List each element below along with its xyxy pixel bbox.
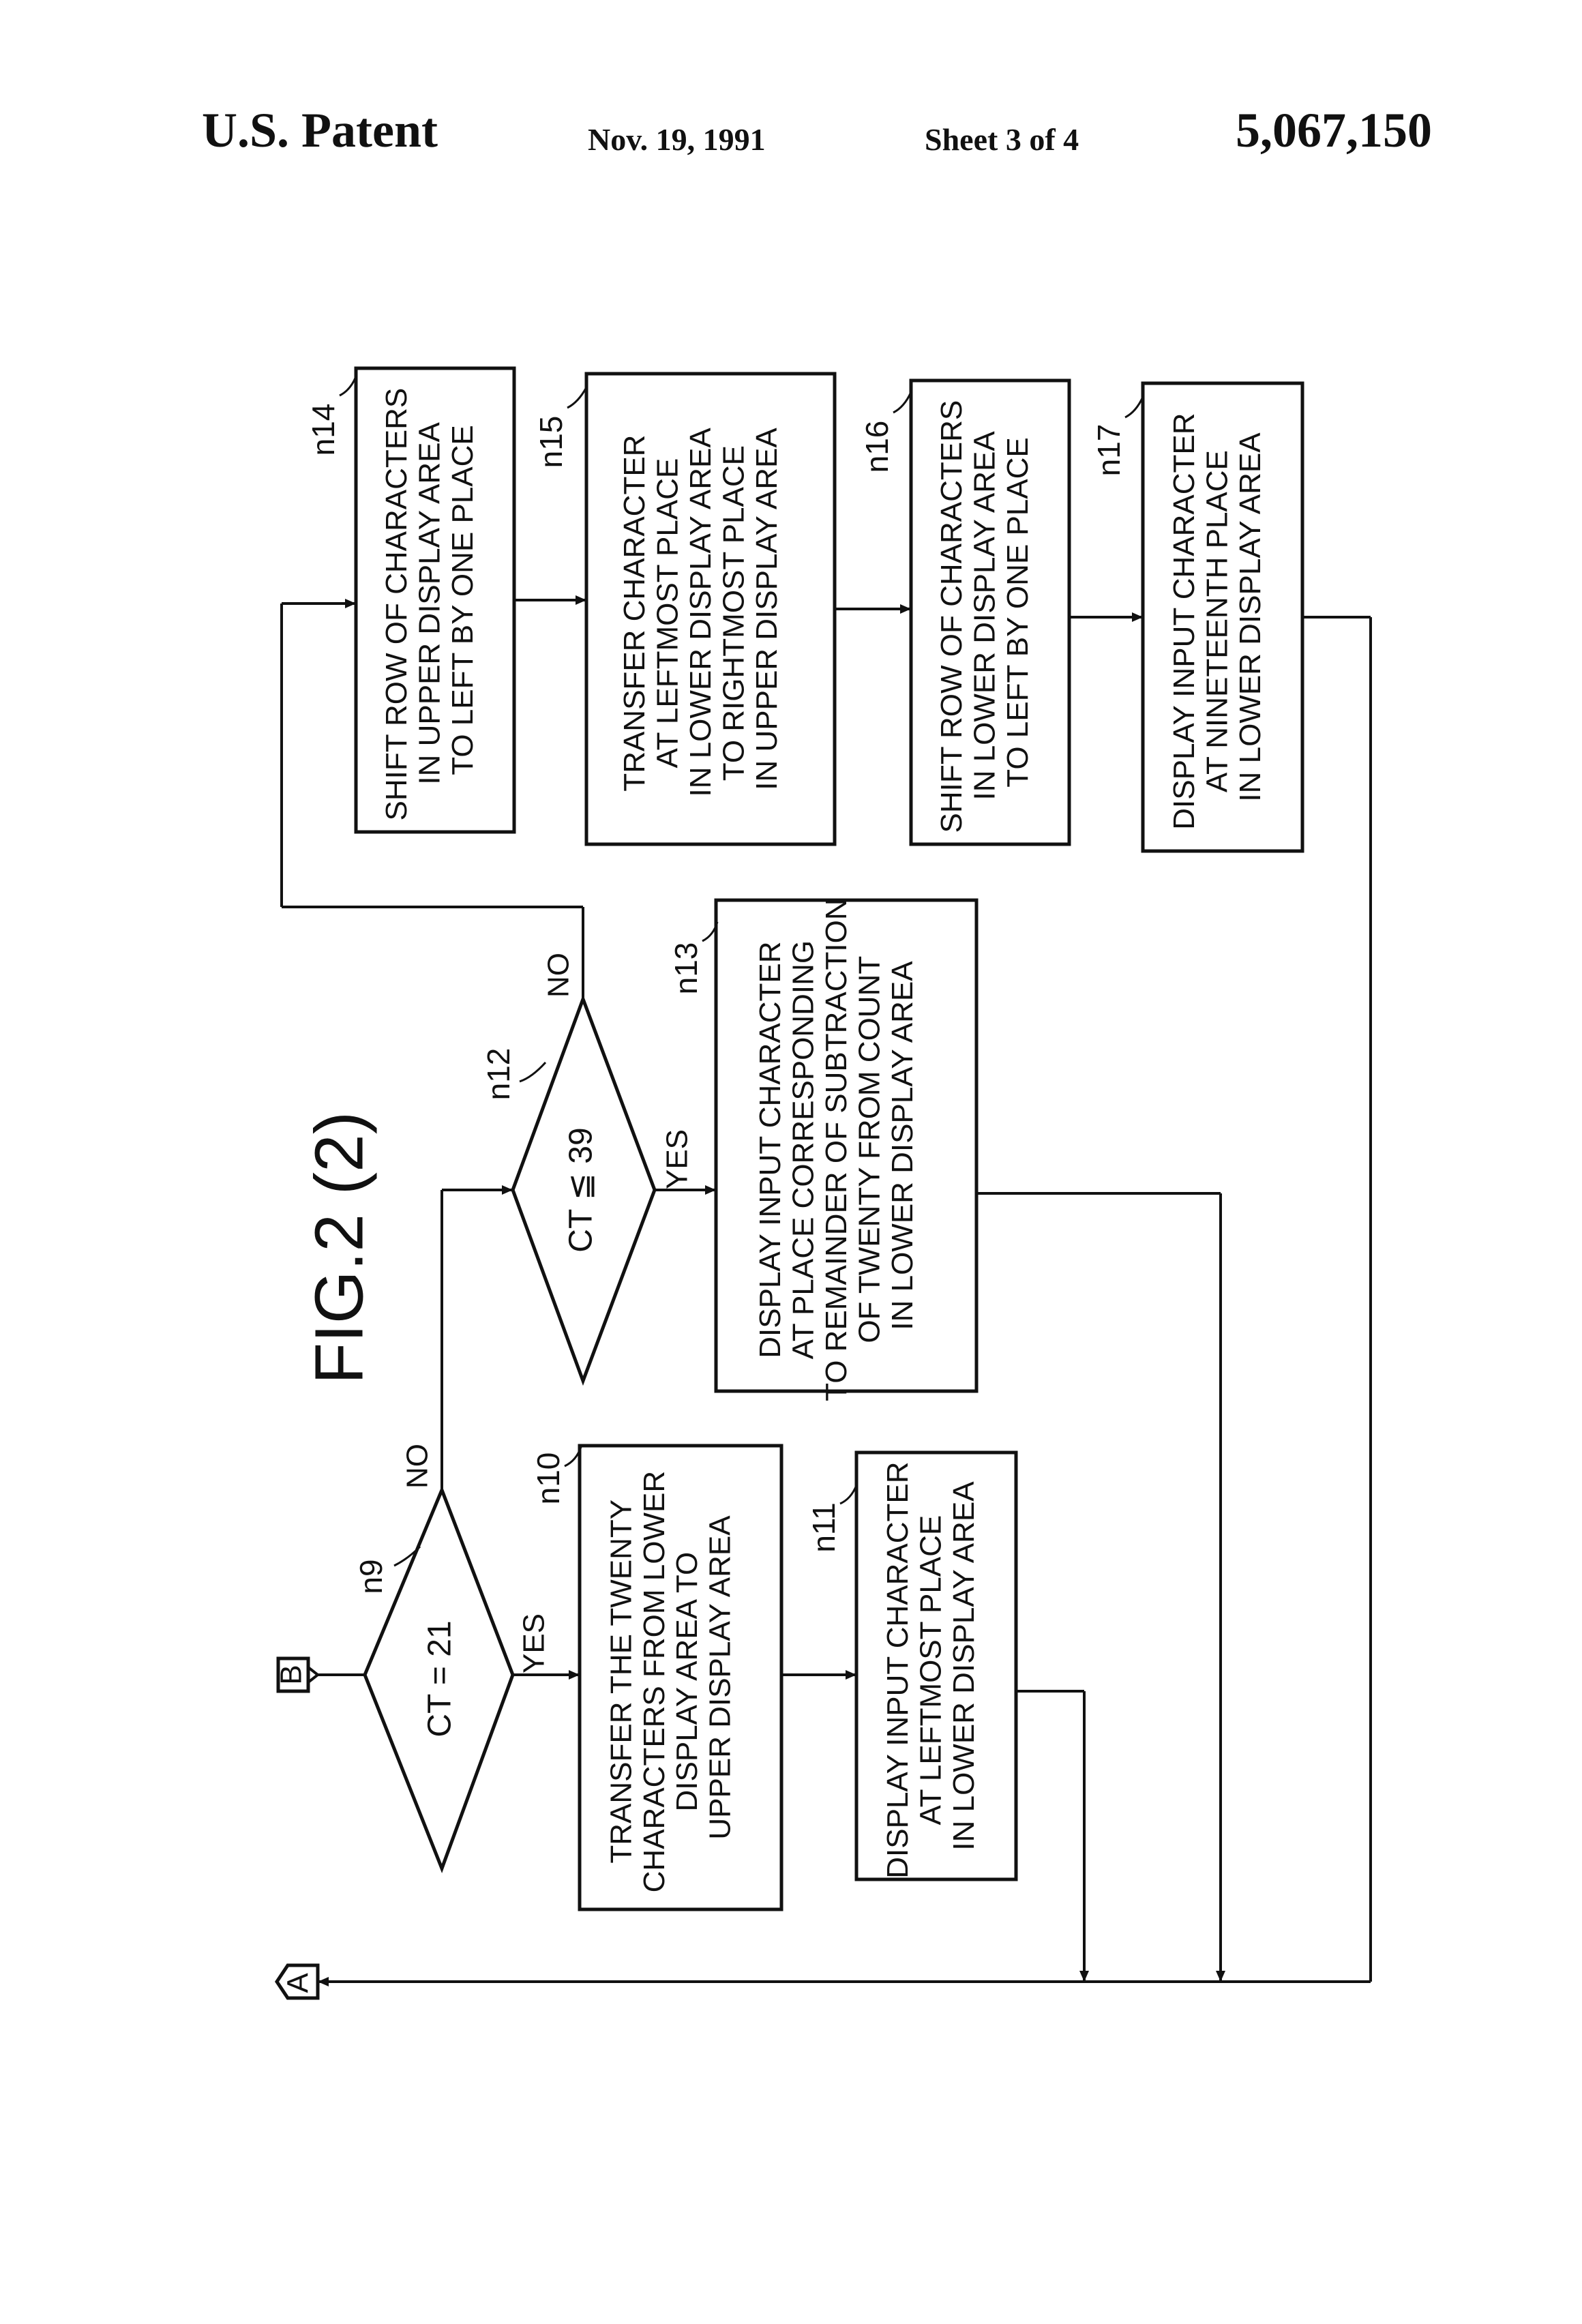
header-sheet: Sheet 3 of 4 [925,122,1079,157]
n13-line-5: IN LOWER DISPLAY AREA [886,961,919,1330]
connector-a: A [274,1963,320,2000]
step-n11: DISPLAY INPUT CHARACTER AT LEFTMOST PLAC… [854,1450,1018,1881]
ref-n9: n9 [353,1559,389,1594]
n13-line-1: DISPLAY INPUT CHARACTER [753,941,787,1358]
n13-line-3: TO REMAINDER OF SUBTRACTION [820,898,853,1401]
svg-text:DISPLAY INPUT CHARACTER: DISPLAY INPUT CHARACTER AT PLACE CORRESP… [753,890,919,1401]
n10-line-2: CHARACTERS FROM LOWER [638,1471,671,1892]
n10-line-4: UPPER DISPLAY AREA [704,1515,737,1840]
n16-line-3: TO LEFT BY ONE PLACE [1001,437,1034,788]
n16-line-1: SHIFT ROW OF CHARACTERS [935,400,968,833]
svg-text:SHIFT ROW OF CHARACTERS: SHIFT ROW OF CHARACTERS IN LOWER DISPLAY… [935,392,1034,833]
n14-line-1: SHIFT ROW OF CHARACTERS [380,388,413,821]
n15-line-2: AT LEFTMOST PLACE [651,458,685,769]
decision-n9: CT = 21 [363,1485,515,1874]
n10-line-1: TRANSFER THE TWENTY [604,1500,638,1863]
n17-line-2: AT NINETEENTH PLACE [1201,450,1234,792]
decision-n9-text: CT = 21 [422,1620,458,1737]
n13-line-4: OF TWENTY FROM COUNT [852,957,886,1343]
step-n17: DISPLAY INPUT CHARACTER AT NINETEENTH PL… [1141,381,1304,853]
n9-no-label: NO [401,1444,434,1489]
n14-line-3: TO LEFT BY ONE PLACE [446,425,479,775]
ref-n16: n16 [859,421,895,473]
n17-line-3: IN LOWER DISPLAY AREA [1234,432,1267,802]
header-date: Nov. 19, 1991 [588,122,766,157]
step-n14: SHIFT ROW OF CHARACTERS IN UPPER DISPLAY… [354,366,516,834]
n9-yes-label: YES [518,1613,551,1673]
figure-label: FIG.2 (2) [301,1112,377,1384]
step-n16: SHIFT ROW OF CHARACTERS IN LOWER DISPLAY… [909,378,1071,846]
svg-text:TRANSFER THE TWENTY CHAR: TRANSFER THE TWENTY CHARACTERS FROM LOWE… [604,1463,736,1893]
ref-n11: n11 [806,1502,841,1552]
svg-text:DISPLAY INPUT CHARACTER: DISPLAY INPUT CHARACTER AT NINETEENTH PL… [1167,404,1267,830]
n11-line-2: AT LEFTMOST PLACE [914,1515,948,1826]
ref-n13: n13 [668,942,704,995]
connector-b-label: B [275,1665,308,1684]
n13-line-2: AT PLACE CORRESPONDING [787,940,820,1360]
ref-n14: n14 [305,404,341,456]
svg-text:SHIFT ROW OF CHARACTERS: SHIFT ROW OF CHARACTERS IN UPPER DISPLAY… [380,380,479,821]
n11-line-1: DISPLAY INPUT CHARACTER [881,1461,914,1878]
n15-line-1: TRANSFER CHARACTER [618,435,651,792]
n12-yes-label: YES [661,1129,694,1189]
ref-n10: n10 [531,1452,566,1505]
header-publisher: U.S. Patent [202,103,438,158]
svg-text:TRANSFER CHARACTER AT LE: TRANSFER CHARACTER AT LEFTMOST PLACE IN … [618,421,783,796]
ref-n15: n15 [533,416,569,468]
n15-line-3: IN LOWER DISPLAY AREA [684,428,717,797]
n10-line-3: DISPLAY AREA TO [670,1552,704,1812]
n11-line-3: IN LOWER DISPLAY AREA [947,1481,981,1851]
step-n15: TRANSFER CHARACTER AT LEFTMOST PLACE IN … [584,372,837,846]
connector-a-label: A [282,1973,315,1993]
ref-n12: n12 [481,1048,516,1101]
svg-text:DISPLAY INPUT CHARACTER: DISPLAY INPUT CHARACTER AT LEFTMOST PLAC… [881,1453,981,1879]
step-n13: DISPLAY INPUT CHARACTER AT PLACE CORRESP… [714,890,979,1401]
step-n10: TRANSFER THE TWENTY CHARACTERS FROM LOWE… [578,1444,783,1911]
ref-n17: n17 [1091,424,1126,477]
n15-line-5: IN UPPER DISPLAY AREA [750,428,783,790]
header-patent-number: 5,067,150 [1236,103,1432,158]
decision-n12-text: CT ≦ 39 [563,1127,599,1252]
connector-b: B [275,1656,320,1693]
n17-line-1: DISPLAY INPUT CHARACTER [1167,413,1201,829]
n16-line-2: IN LOWER DISPLAY AREA [968,431,1002,801]
n14-line-2: IN UPPER DISPLAY AREA [413,422,447,785]
n12-no-label: NO [542,953,576,998]
n15-line-4: TO RIGHTMOST PLACE [717,445,750,781]
decision-n12: CT ≦ 39 [511,994,657,1386]
